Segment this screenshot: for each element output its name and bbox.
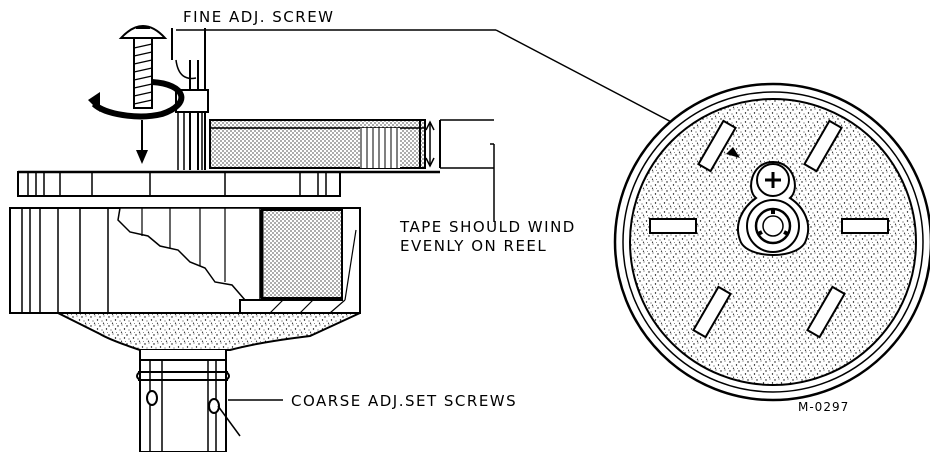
reel-hub-center: [737, 160, 810, 256]
coarse-set-screws-label: COARSE ADJ.SET SCREWS: [291, 392, 518, 410]
rotation-arrow: [88, 79, 185, 120]
fine-adj-screw: [118, 25, 168, 109]
hub-body: [9, 207, 361, 314]
coarse-set-screw: [146, 390, 220, 414]
tape-wind-note-line-2: EVENLY ON REEL: [400, 237, 548, 255]
reel-slot: [649, 119, 889, 339]
tape-wind-note: TAPE SHOULD WIND EVENLY ON REEL: [400, 218, 576, 256]
hub-assembly: [9, 28, 441, 452]
down-arrow: [136, 120, 148, 164]
fine-adj-screw-label: FINE ADJ. SCREW: [183, 8, 335, 26]
tape-wind-note-line-1: TAPE SHOULD WIND: [400, 218, 576, 236]
hub-base-cone: [57, 312, 361, 361]
reel-face: [613, 82, 930, 402]
tape-width-bracket: [425, 119, 495, 222]
reel-flange: [17, 170, 440, 197]
figure-number: M-0297: [798, 400, 850, 414]
guide-post: [171, 28, 209, 170]
tape-pack: [209, 119, 441, 169]
leader-arrowhead: [726, 147, 740, 158]
